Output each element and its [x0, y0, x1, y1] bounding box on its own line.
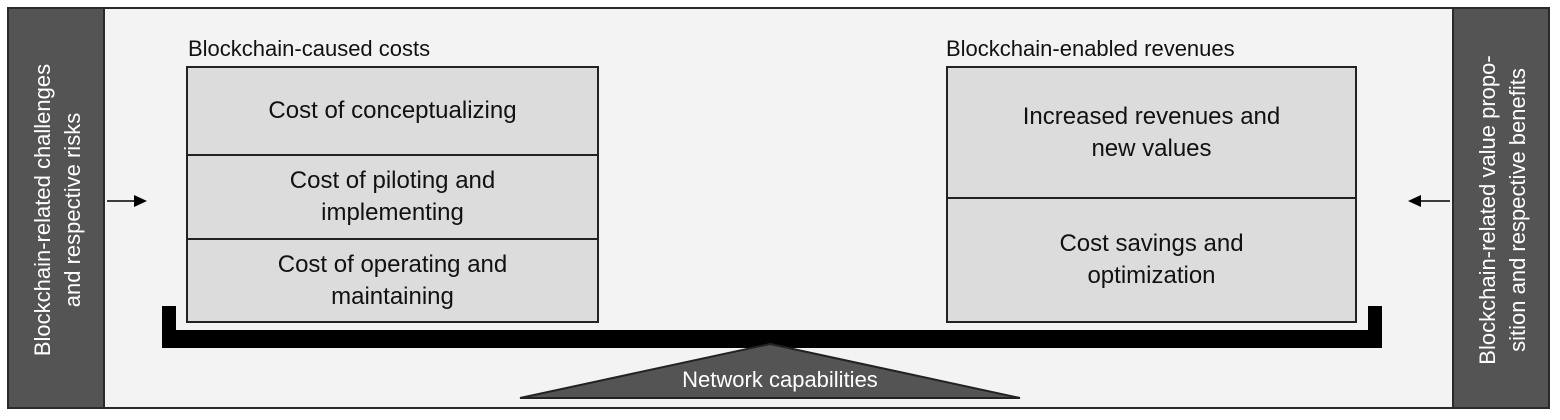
left-side-panel: Blockchain-related challenges and respec… — [7, 7, 105, 409]
fulcrum-triangle — [519, 342, 1021, 399]
beam-right-post — [1368, 306, 1382, 336]
costs-title: Blockchain-caused costs — [188, 36, 431, 61]
right-arrow-icon — [1408, 195, 1450, 207]
revenues-stack: Increased revenues and new values Cost s… — [946, 66, 1357, 323]
cost-item-operating: Cost of operating and maintaining — [277, 250, 508, 310]
revenues-title: Blockchain-enabled revenues — [946, 36, 1235, 61]
left-arrow-icon — [107, 195, 147, 207]
right-side-panel: Blockchain-related value propo- sition a… — [1452, 7, 1550, 409]
revenue-item-increased: Increased revenues and new values — [948, 68, 1355, 199]
cost-item-conceptualizing: Cost of conceptualizing — [188, 68, 597, 156]
cost-item-piloting: Cost of piloting and implementing — [188, 156, 597, 240]
beam-left-post — [162, 306, 176, 336]
network-capabilities-label: Network capabilities — [682, 367, 878, 392]
balance-beam — [162, 330, 1382, 348]
costs-stack: Cost of conceptualizing Cost of piloting… — [186, 66, 599, 323]
revenue-item-cost-savings: Cost savings and optimization — [1059, 230, 1244, 289]
